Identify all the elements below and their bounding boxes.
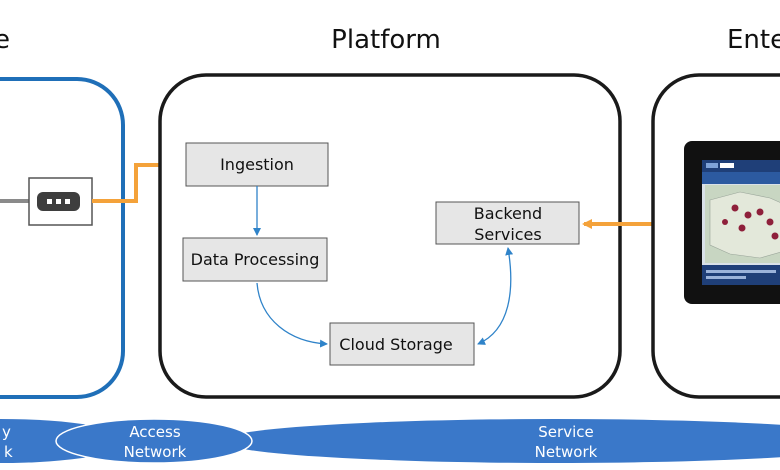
cloud-storage-label: Cloud Storage: [339, 335, 452, 354]
edge-container: [0, 77, 125, 399]
storage-backend-arrow: [477, 247, 514, 345]
ingestion-label: Ingestion: [220, 155, 294, 174]
data-processing-box: Data Processing: [182, 237, 328, 282]
platform-section-title: Platform: [331, 25, 441, 55]
device-network-label-line2: k: [4, 443, 13, 461]
access-network-label-line2: Network: [124, 443, 187, 461]
access-link-arrow: [92, 160, 182, 203]
device-network-label-line1: y: [2, 423, 11, 441]
tablet-dashboard-icon: [684, 141, 780, 304]
service-network-label-line1: Service: [538, 423, 593, 441]
cloud-storage-box: Cloud Storage: [329, 322, 475, 366]
service-network-label-line2: Network: [535, 443, 598, 461]
enterprise-section-title: Ente: [727, 25, 780, 55]
service-network-ellipse: [220, 419, 780, 463]
backend-services-box: Backend Services: [435, 201, 580, 245]
backend-services-label-line2: Services: [474, 225, 541, 244]
processing-to-storage-arrow: [256, 282, 328, 348]
access-network-label-line1: Access: [129, 423, 181, 441]
ingestion-box: Ingestion: [185, 142, 329, 187]
gateway-device-icon: [28, 177, 93, 226]
access-network-ellipse: [55, 418, 253, 464]
backend-services-label-line1: Backend: [474, 204, 542, 223]
data-processing-label: Data Processing: [191, 250, 320, 269]
edge-section-title: e: [0, 25, 10, 55]
